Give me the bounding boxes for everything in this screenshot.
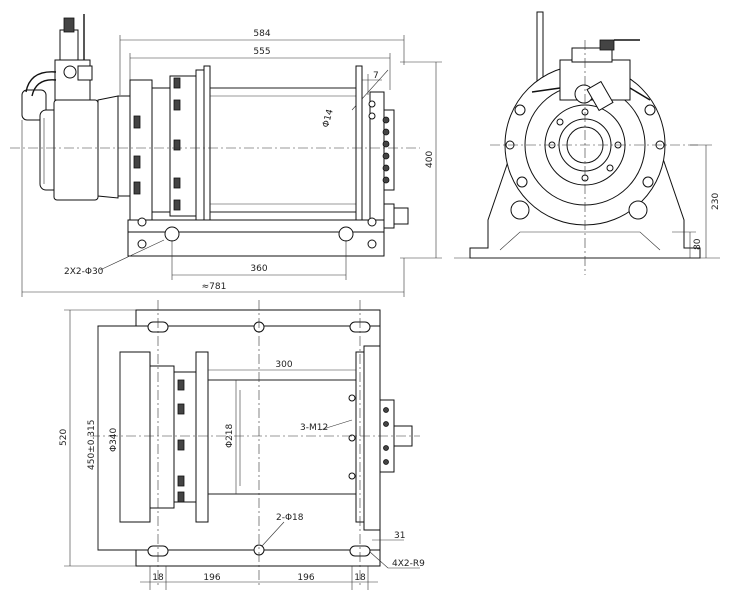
dim-781-label: ≈781: [202, 282, 227, 292]
dim-584: 584: [119, 29, 405, 95]
dim-3-m12: 3-M12: [300, 419, 353, 433]
dim-300-label: 300: [275, 360, 292, 370]
dim-3-m12-label: 3-M12: [300, 423, 328, 433]
dim-450-label: 450±0.315: [87, 420, 97, 470]
dim-584-label: 584: [253, 29, 270, 39]
dim-31: 31: [372, 531, 405, 541]
dim-555-label: 555: [253, 47, 270, 57]
valve-block-side: [531, 39, 651, 112]
front-view: 584 555 7 Φ14 400: [10, 14, 442, 297]
side-view: 230 80: [454, 11, 721, 275]
dim-bottom-196-right: 196: [297, 573, 314, 583]
bolts-left: [133, 77, 181, 211]
dim-phi14-label: Φ14: [321, 108, 336, 129]
dim-bottom-row: 18 196 196 18: [140, 566, 378, 590]
dim-bottom-18-right: 18: [354, 573, 366, 583]
top-view: 300 Φ218 3-M12 Φ340 450±0.315 520 2-Φ18: [59, 300, 425, 590]
dim-2-phi18-label: 2-Φ18: [276, 513, 304, 523]
dim-400-label: 400: [425, 151, 435, 168]
dim-31-label: 31: [394, 531, 405, 541]
side-plate-left: [129, 65, 211, 225]
dim-2x2-phi30-label: 2X2-Φ30: [64, 267, 104, 277]
valve-block-front: [25, 14, 93, 101]
dim-520-label: 520: [59, 429, 69, 446]
dim-4x2-r9-label: 4X2-R9: [392, 559, 425, 569]
dim-phi340: Φ340: [109, 352, 121, 522]
hydraulic-motor: [21, 89, 133, 201]
dim-520: 520: [59, 309, 136, 567]
dim-360: 360: [171, 240, 347, 280]
dim-230-label: 230: [711, 193, 721, 210]
dim-781: ≈781: [21, 120, 405, 297]
dim-phi340-label: Φ340: [109, 427, 119, 452]
dim-bottom-18-left: 18: [152, 573, 164, 583]
dim-300: 300: [208, 360, 356, 371]
dim-phi218: Φ218: [225, 380, 237, 494]
side-bolt-holes: [505, 104, 665, 220]
dim-80: 80: [672, 231, 703, 258]
dim-bottom-196-left: 196: [203, 573, 220, 583]
dim-phi218-label: Φ218: [225, 423, 235, 448]
dim-555: 555: [129, 47, 391, 90]
dim-2x2-phi30: 2X2-Φ30: [64, 239, 165, 277]
top-right-bolts: [348, 394, 389, 480]
dim-80-label: 80: [693, 238, 703, 250]
dim-4x2-r9: 4X2-R9: [369, 551, 425, 569]
base-frame-front: [127, 217, 385, 257]
side-plate-right: [368, 91, 409, 229]
top-left-bolts: [177, 379, 185, 503]
dim-360-label: 360: [250, 264, 267, 274]
dim-400: 400: [400, 61, 442, 259]
dim-2-phi18: 2-Φ18: [261, 513, 304, 547]
dim-450: 450±0.315: [87, 327, 99, 550]
dim-230: 230: [690, 144, 721, 258]
dim-7-label: 7: [373, 71, 379, 81]
drum-front: [210, 65, 363, 225]
